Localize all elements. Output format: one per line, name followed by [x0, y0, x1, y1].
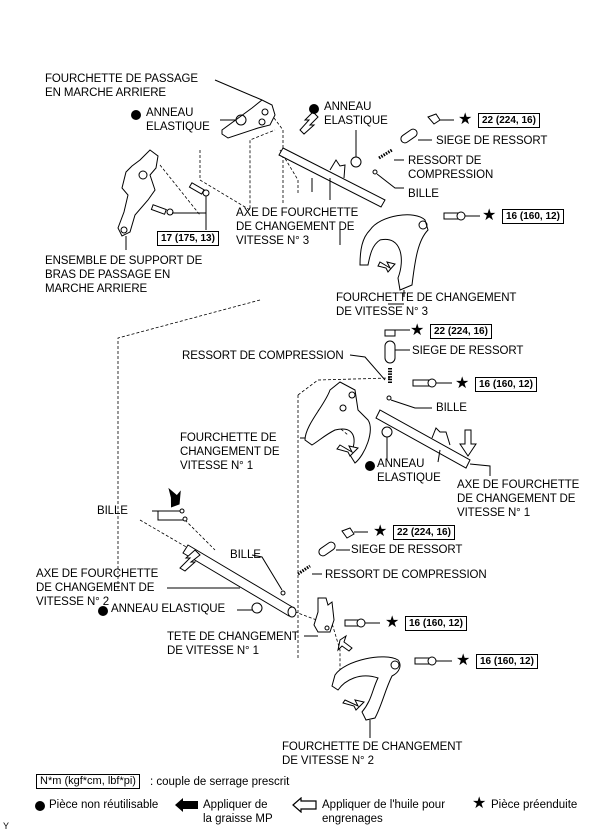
shift-fork-1-part: [300, 381, 371, 464]
label-snap-ring-2: ANNEAU ELASTIQUE: [324, 101, 388, 127]
precoated-star-icon: ★: [456, 652, 471, 669]
non-reusable-icon: [98, 606, 108, 616]
label-comp-spring-2: RESSORT DE COMPRESSION: [182, 350, 344, 362]
shift-fork-3-part: [359, 211, 480, 297]
legend-non-reusable: Pièce non réutilisable: [49, 799, 159, 811]
label-snap-ring-1: ANNEAU ELASTIQUE: [146, 107, 210, 133]
torque-plug-2: 22 (224, 16): [430, 324, 492, 339]
torque-bolt-head1: 16 (160, 12): [405, 616, 467, 631]
snap-ring-part: [381, 426, 393, 438]
label-fork-1: FOURCHETTE DE CHANGEMENT DE VITESSE N° 1: [180, 432, 280, 472]
label-shaft-3: AXE DE FOURCHETTE DE CHANGEMENT DE VITES…: [236, 207, 359, 247]
label-shift-head-1: TETE DE CHANGEMENT DE VITESSE N° 1: [167, 631, 299, 657]
detent-group-3: [297, 527, 368, 576]
shift-fork-shaft-3-part: [278, 111, 386, 208]
corner-mark: Y: [3, 821, 9, 831]
snap-ring-part: [251, 602, 263, 614]
legend-mp-grease: Appliquer de la graisse MP: [203, 799, 273, 825]
label-spring-seat-2: SIEGE DE RESSORT: [412, 345, 524, 357]
shift-head-1-part: [304, 597, 380, 652]
support-bolts: [150, 182, 210, 230]
legend-gear-oil-arrow-icon: [292, 797, 317, 813]
label-reverse-fork: FOURCHETTE DE PASSAGE EN MARCHE ARRIERE: [45, 73, 198, 99]
legend-gear-oil: Appliquer de l'huile pour engrenages: [322, 799, 446, 825]
label-spring-seat-1: SIEGE DE RESSORT: [436, 135, 548, 147]
precoated-star-icon: ★: [373, 523, 388, 540]
label-shaft-2: AXE DE FOURCHETTE DE CHANGEMENT DE VITES…: [36, 568, 159, 608]
shift-fork-2-part: [331, 656, 452, 738]
precoated-star-icon: ★: [385, 614, 400, 631]
torque-bolt-fork2: 16 (160, 12): [476, 654, 538, 669]
detent-group-2: [349, 329, 452, 409]
label-comp-spring-3: RESSORT DE COMPRESSION: [325, 569, 487, 581]
torque-bolt-fork3: 16 (160, 12): [502, 209, 564, 224]
non-reusable-icon: [309, 104, 319, 114]
ball-leader: [251, 554, 283, 591]
legend-torque-unit: N*m (kgf*cm, lbf*pi): [36, 774, 140, 789]
torque-plug-1: 22 (224, 16): [478, 113, 540, 128]
legend-torque-desc: : couple de serrage prescrit: [150, 776, 290, 788]
precoated-star-icon: ★: [455, 375, 470, 392]
torque-bolt-fork1: 16 (160, 12): [475, 377, 537, 392]
precoated-star-icon: ★: [410, 322, 425, 339]
label-ball-3: BILLE: [97, 505, 128, 517]
legend-precoated: Pièce préenduite: [491, 799, 578, 811]
detent-group-1: [372, 113, 454, 189]
legend-non-reusable-icon: [35, 801, 45, 811]
reverse-arm-support-part: [117, 149, 159, 250]
label-spring-seat-3: SIEGE DE RESSORT: [351, 544, 463, 556]
label-ball-2: BILLE: [436, 402, 467, 414]
legend-precoated-star-icon: ★: [472, 795, 487, 812]
snap-ring-part: [350, 156, 362, 168]
label-comp-spring-1: RESSORT DE COMPRESSION: [408, 155, 494, 181]
label-snap-ring-3: ANNEAU ELASTIQUE: [377, 458, 441, 484]
shift-fork-shaft-1-part: [375, 409, 491, 476]
torque-plug-3: 22 (224, 16): [393, 525, 455, 540]
label-reverse-arm-support: ENSEMBLE DE SUPPORT DE BRAS DE PASSAGE E…: [45, 255, 203, 295]
balls-group: [152, 487, 188, 522]
label-shaft-1: AXE DE FOURCHETTE DE CHANGEMENT DE VITES…: [457, 479, 580, 519]
shift-fork-shaft-2-part: [167, 544, 297, 618]
non-reusable-icon: [131, 110, 141, 120]
precoated-star-icon: ★: [458, 111, 473, 128]
torque-support-bolts: 17 (175, 13): [157, 231, 219, 246]
precoated-star-icon: ★: [482, 207, 497, 224]
label-fork-2: FOURCHETTE DE CHANGEMENT DE VITESSE N° 2: [282, 741, 463, 767]
label-ball-4: BILLE: [230, 549, 261, 561]
legend-mp-grease-arrow-icon: [175, 798, 198, 812]
label-fork-3: FOURCHETTE DE CHANGEMENT DE VITESSE N° 3: [336, 292, 517, 318]
label-ball-1: BILLE: [408, 188, 439, 200]
non-reusable-icon: [365, 461, 375, 471]
reverse-fork-part: [221, 99, 276, 139]
label-snap-ring-4: ANNEAU ELASTIQUE: [111, 603, 226, 615]
